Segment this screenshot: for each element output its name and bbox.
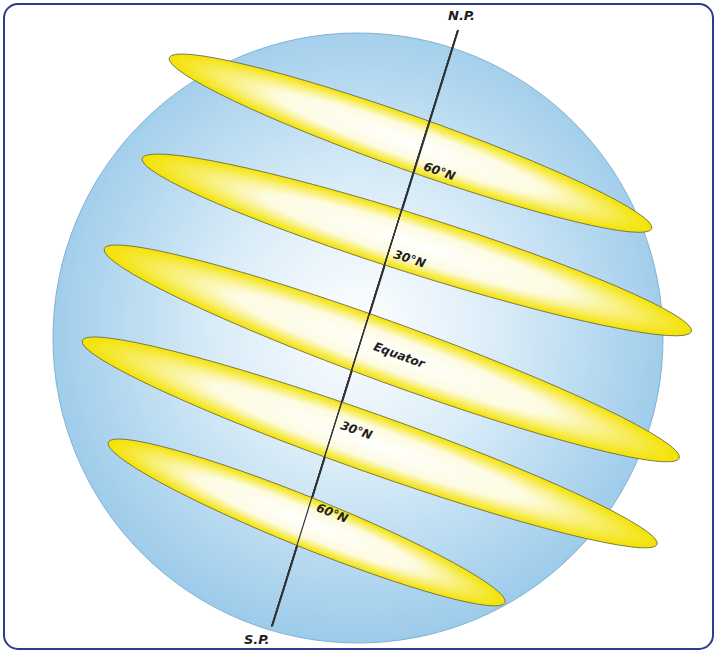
frame (4, 4, 713, 649)
pole-label: S.P. (244, 632, 269, 647)
band-shape (79, 334, 660, 551)
latitude-band: 30°N (79, 334, 660, 551)
band-ellipse (134, 131, 701, 360)
pole-label: N.P. (448, 8, 475, 23)
band-ellipse (99, 419, 515, 626)
band-shape (105, 436, 508, 609)
latitude-band: 60°N (105, 436, 508, 609)
earth-axis-segment (272, 30, 458, 626)
